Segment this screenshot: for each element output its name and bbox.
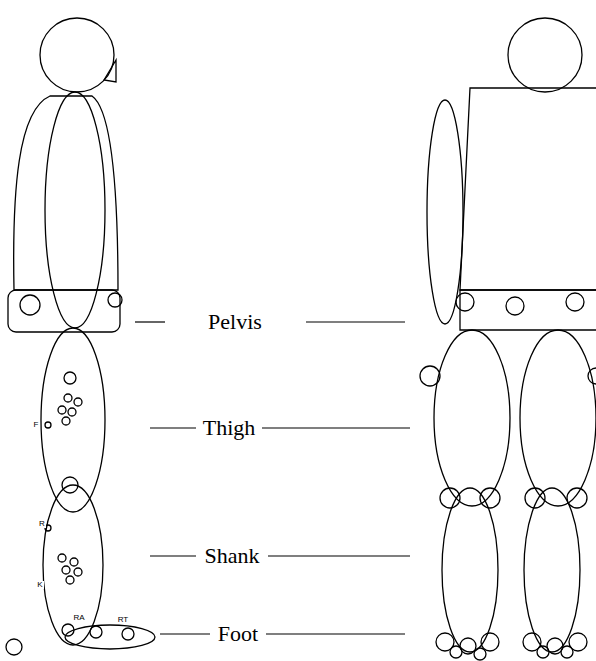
leader-lines bbox=[135, 322, 410, 634]
marker-label: F bbox=[33, 421, 40, 429]
part-label: Pelvis bbox=[208, 311, 262, 333]
marker-label: R bbox=[38, 520, 46, 528]
front-view-figure bbox=[420, 18, 596, 660]
marker-label: RT bbox=[117, 616, 130, 624]
part-label: Thigh bbox=[203, 417, 256, 439]
marker-label: RA bbox=[72, 614, 85, 622]
part-label: Foot bbox=[218, 623, 258, 645]
side-view-figure bbox=[6, 18, 155, 655]
marker-label: K bbox=[36, 581, 43, 589]
part-label: Shank bbox=[205, 545, 260, 567]
